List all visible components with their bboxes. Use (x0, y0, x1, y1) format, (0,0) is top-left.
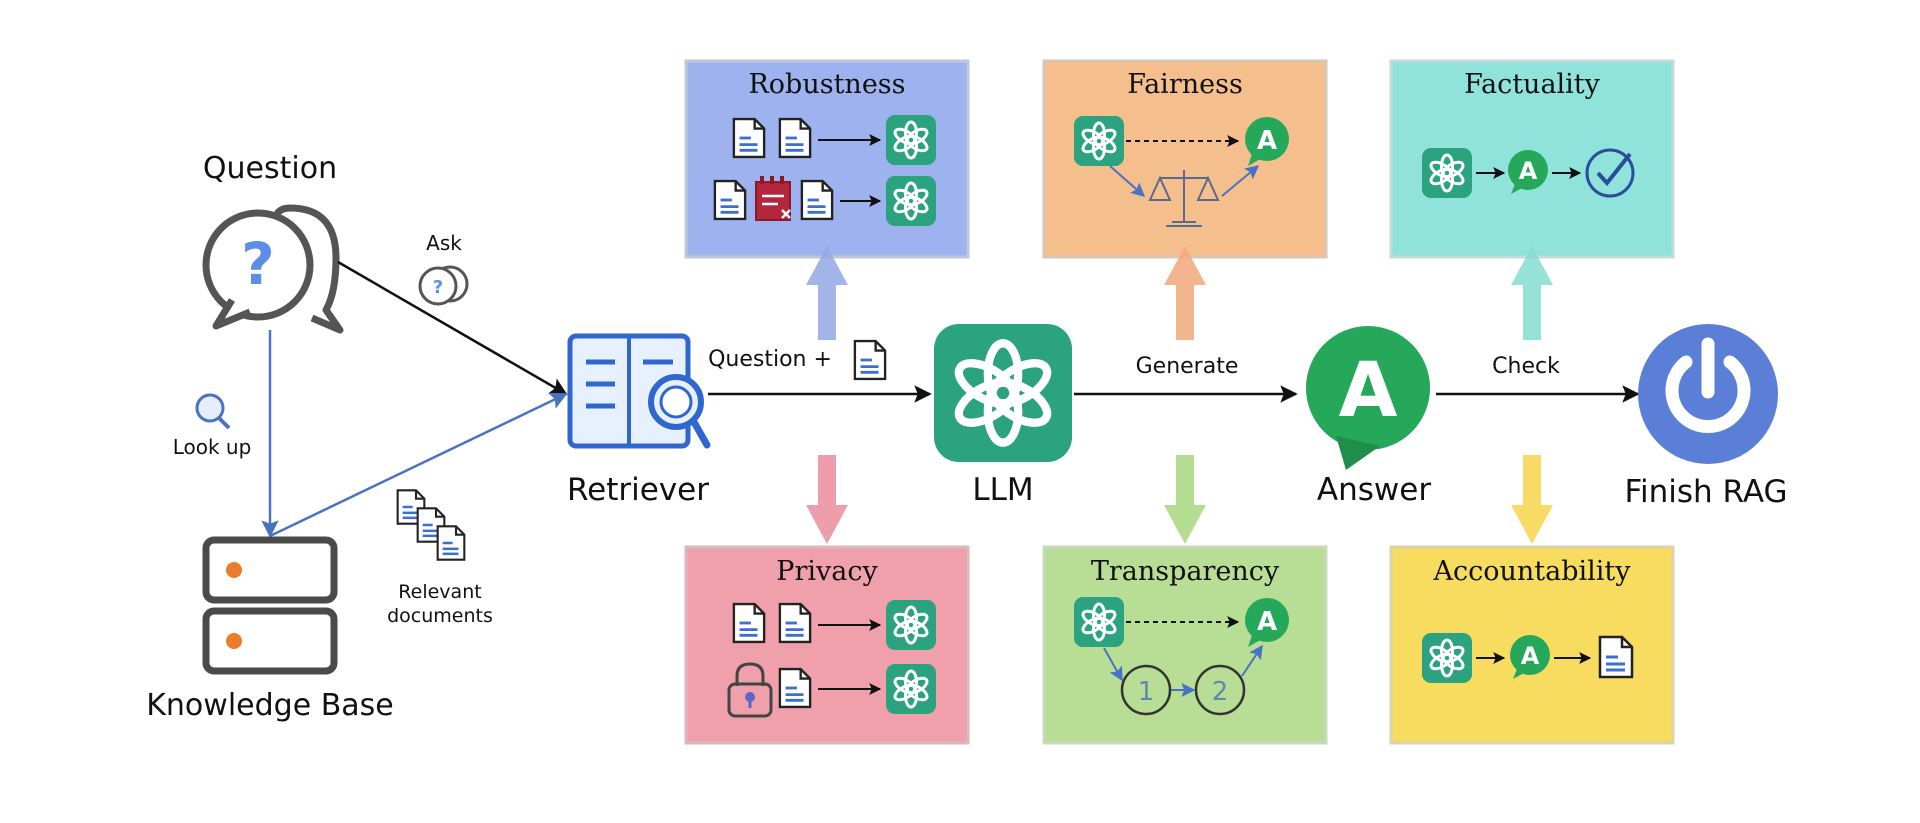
step-two-icon: 2 (1194, 664, 1246, 716)
document-icon (732, 602, 766, 644)
question-bubble-icon: ? (202, 204, 344, 334)
document-icon (853, 339, 887, 381)
svg-text:A: A (1257, 126, 1277, 156)
edge-question-to-retriever (337, 260, 568, 396)
chatgpt-icon (886, 176, 936, 226)
relevant-label-line1: Relevant (398, 581, 481, 603)
relevant-label-line2: documents (387, 605, 493, 627)
retriever-label: Retriever (567, 472, 709, 508)
answer-icon: A (1245, 117, 1289, 166)
edge-knowledge-base-to-retriever (269, 392, 568, 538)
step-one-icon: 1 (1120, 664, 1172, 716)
power-icon (1638, 324, 1778, 464)
answer-icon: A (1245, 598, 1289, 647)
svg-text:?: ? (433, 277, 443, 298)
panel-robustness-title: Robustness (748, 69, 905, 100)
document-icon (778, 602, 812, 644)
document-icon (778, 667, 812, 709)
retriever-icon (567, 333, 711, 449)
answer-label: Answer (1317, 472, 1431, 508)
document-icon (713, 179, 747, 221)
arrow-to-accountability (1511, 455, 1553, 544)
relevant-documents-icon (396, 489, 466, 561)
answer-bubble-icon: A (1306, 326, 1430, 470)
generate-label: Generate (1136, 354, 1239, 379)
magnifier-icon (195, 393, 231, 430)
llm-icon (934, 324, 1072, 462)
svg-text:A: A (1339, 345, 1398, 434)
panel-accountability-title: Accountability (1432, 556, 1631, 587)
svg-text:2: 2 (1212, 677, 1229, 707)
panel-privacy: Privacy (684, 545, 970, 745)
chatgpt-icon (1422, 633, 1472, 683)
llm-label: LLM (972, 472, 1033, 508)
panel-transparency: Transparency A 1 2 (1042, 545, 1328, 745)
panel-factuality-title: Factuality (1464, 69, 1601, 100)
arrow-to-fairness (1164, 246, 1206, 340)
document-icon (732, 117, 766, 159)
look-up-label: Look up (173, 435, 252, 459)
panel-accountability: Accountability A (1389, 545, 1675, 745)
arrow-to-factuality (1511, 246, 1553, 340)
answer-icon: A (1508, 150, 1548, 194)
chatgpt-icon (886, 664, 936, 714)
svg-text:A: A (1521, 642, 1540, 670)
document-icon (778, 117, 812, 159)
chatgpt-icon (1422, 148, 1472, 198)
chatgpt-icon (886, 600, 936, 650)
chatgpt-icon (886, 115, 936, 165)
answer-icon: A (1510, 635, 1550, 679)
question-plus-label: Question + (708, 347, 832, 372)
svg-text:?: ? (241, 230, 275, 298)
knowledge-base-icon (202, 536, 338, 675)
arrow-to-robustness (806, 246, 848, 340)
question-label: Question (203, 151, 337, 186)
panel-fairness-title: Fairness (1127, 69, 1243, 100)
lock-icon (727, 662, 773, 718)
document-icon (1598, 635, 1634, 679)
svg-text:A: A (1519, 157, 1538, 185)
svg-text:A: A (1257, 607, 1277, 637)
panel-transparency-title: Transparency (1091, 556, 1280, 587)
ask-bubble-icon: ? (418, 265, 469, 306)
svg-text:1: 1 (1138, 677, 1155, 707)
panel-robustness: Robustness (684, 59, 970, 259)
arrow-to-transparency (1164, 455, 1206, 544)
chatgpt-icon (1074, 597, 1124, 647)
corrupted-document-icon (755, 176, 791, 221)
document-icon (800, 179, 834, 221)
chatgpt-icon (1074, 116, 1124, 166)
ask-label: Ask (426, 231, 462, 255)
check-label: Check (1492, 354, 1560, 379)
knowledge-base-label: Knowledge Base (146, 688, 394, 723)
finish-rag-label: Finish RAG (1624, 474, 1787, 510)
balance-scale-icon (1148, 170, 1220, 227)
panel-fairness: Fairness A (1042, 59, 1328, 259)
panel-privacy-title: Privacy (776, 556, 878, 587)
arrow-to-privacy (806, 455, 848, 544)
check-circle-icon (1585, 148, 1635, 198)
panel-factuality: Factuality A (1389, 59, 1675, 259)
